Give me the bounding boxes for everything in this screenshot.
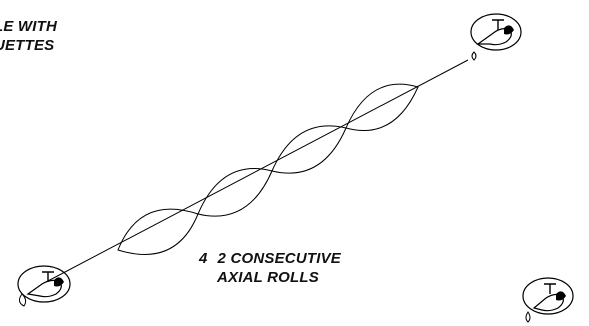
- maneuver-number: 4: [199, 250, 208, 267]
- helicopter-icon: [17, 265, 71, 307]
- caption-line-1: 4 2 CONSECUTIVE: [199, 250, 341, 269]
- roll-lobe-3: [271, 125, 347, 174]
- caption-top-line-2: UETTES: [0, 36, 55, 54]
- roll-lobe-4: [345, 83, 419, 132]
- roll-lobe-2: [197, 168, 273, 217]
- helicopter-icon: [522, 277, 574, 323]
- maneuver-title: 2 CONSECUTIVE: [217, 250, 342, 267]
- maneuver-caption-top: LE WITH UETTES: [0, 18, 57, 56]
- roll-lobe-1: [117, 208, 199, 255]
- maneuver-caption: 4 2 CONSECUTIVE AXIAL ROLLS: [199, 250, 341, 288]
- roll-lobes: [117, 83, 419, 255]
- helicopter-icon: [470, 13, 522, 61]
- flight-path-line: [45, 59, 469, 283]
- caption-top-line-1: LE WITH: [0, 18, 58, 35]
- caption-line-2: AXIAL ROLLS: [217, 268, 319, 286]
